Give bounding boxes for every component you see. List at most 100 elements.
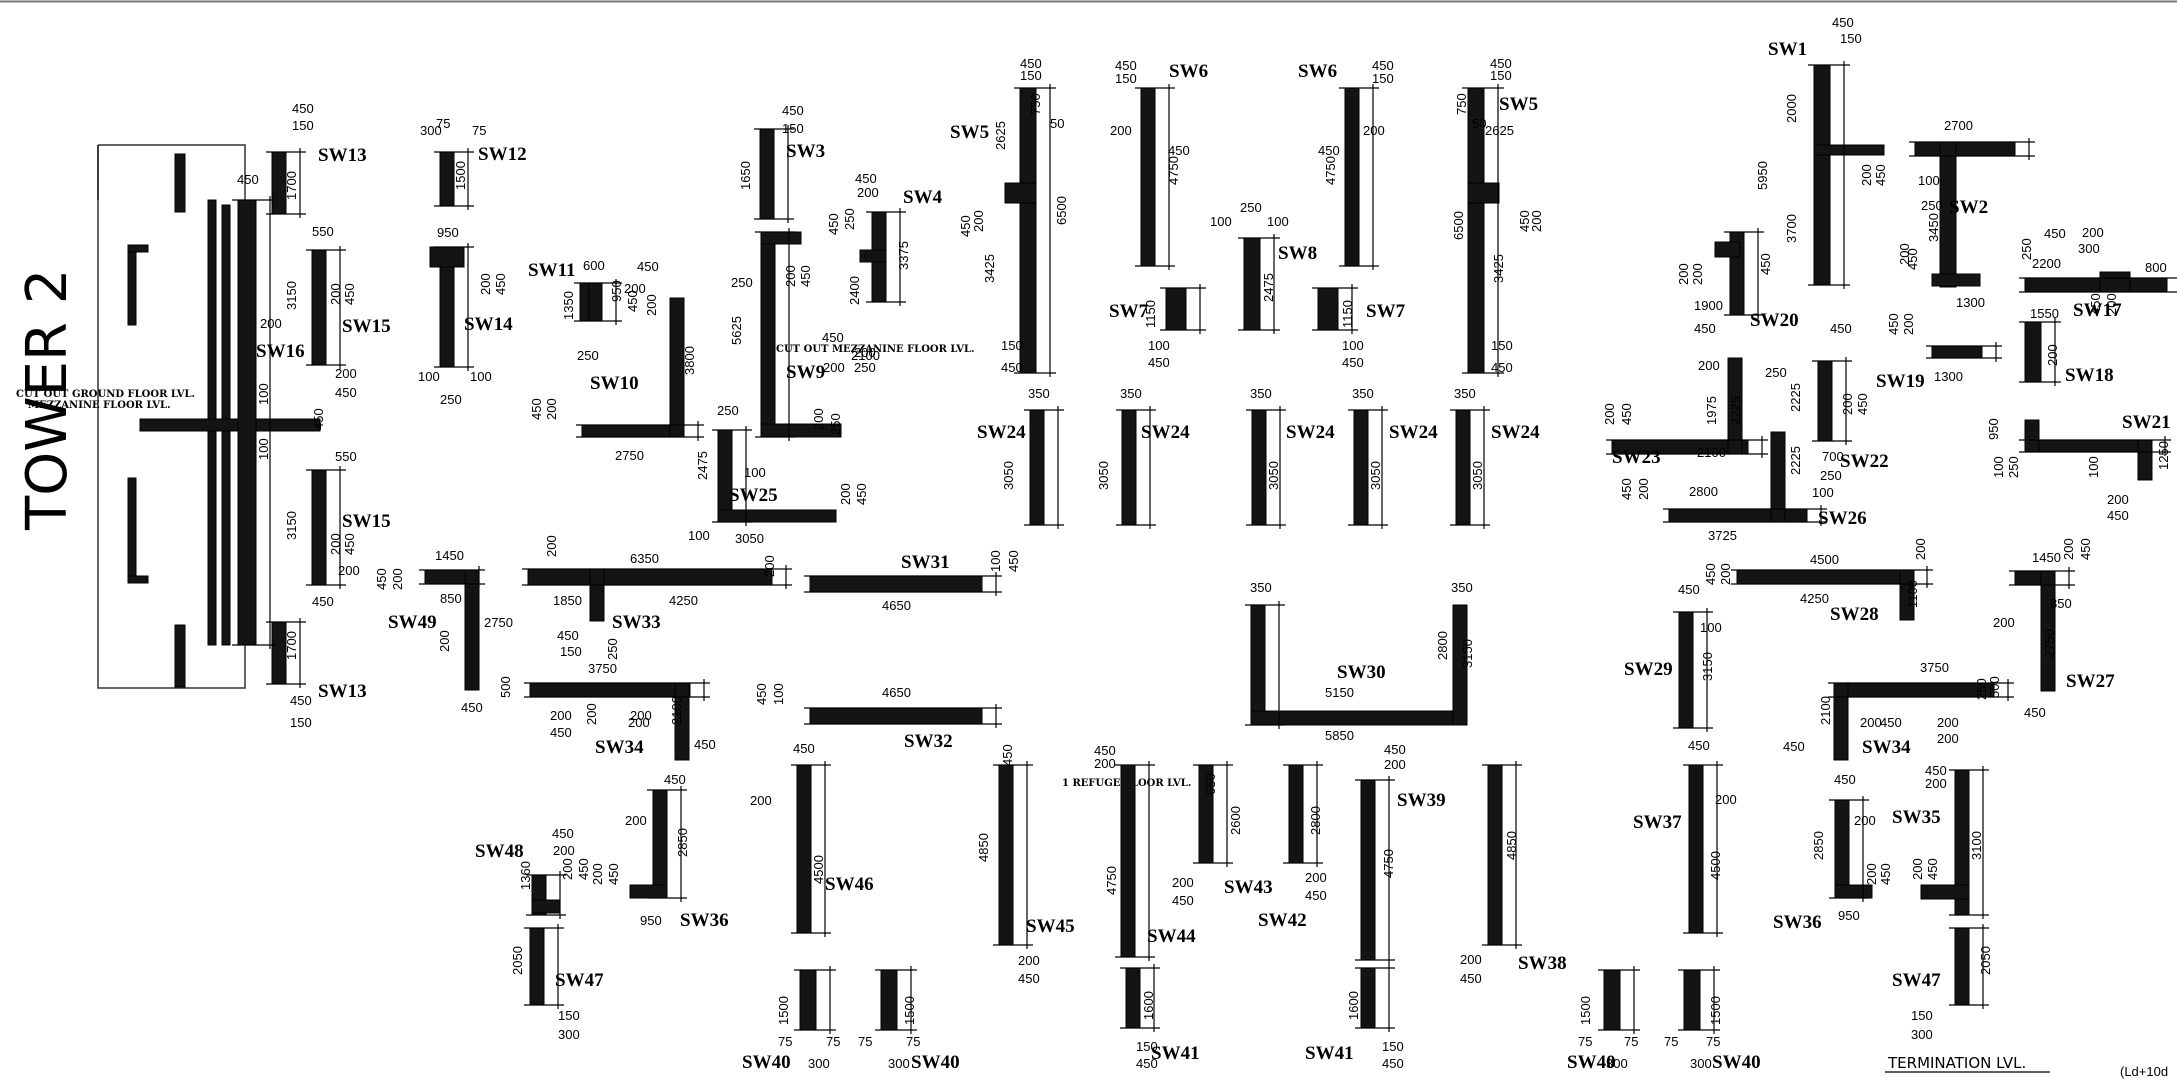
wall-label: SW12 [478, 144, 527, 165]
dimension-value: 450 [342, 533, 357, 555]
wall-label: SW49 [388, 612, 437, 633]
wall-section [1455, 409, 1471, 526]
dimension-value: 450 [1905, 248, 1920, 270]
dimension-value: 450 [1460, 971, 1482, 986]
dimension-value: 150 [558, 1008, 580, 1023]
dimension-value: 300 [1911, 1027, 1933, 1042]
wall-label: SW24 [1286, 422, 1335, 443]
wall-label: SW41 [1151, 1043, 1200, 1064]
dimension-value: 250 [1820, 468, 1842, 483]
wall-label: SW3 [786, 141, 825, 162]
dimension-value: 200 [854, 345, 876, 360]
dimension-value: 450 [1490, 56, 1512, 71]
dimension-value: 200 [1910, 858, 1925, 880]
dimension-value: 450 [1305, 888, 1327, 903]
wall-label: SW24 [1491, 422, 1540, 443]
wall-section [1452, 604, 1468, 726]
dimension-value: 450 [550, 725, 572, 740]
dimension-value: 150 [782, 121, 804, 136]
dimension-value: 250 [2019, 238, 2034, 260]
wall-section [1121, 409, 1137, 526]
dimension-value: 100 [1267, 214, 1289, 229]
wall-section [1931, 273, 1981, 287]
dimension-value: 450 [576, 858, 591, 880]
dimension-value: 450 [1382, 1056, 1404, 1071]
dimension-value: 150 [1911, 1008, 1933, 1023]
wall-section [1688, 764, 1704, 934]
dimension-value: 250 [577, 348, 599, 363]
dimension-value: 1450 [2032, 550, 2061, 565]
wall-label: SW28 [1830, 604, 1879, 625]
dimension-value: 300 [558, 1027, 580, 1042]
wall-section [1920, 884, 1970, 900]
wall-section [579, 282, 590, 322]
dimension-value: 300 [1690, 1056, 1712, 1071]
dimension-value: 450 [1886, 313, 1901, 335]
dimension-value: 200 [838, 483, 853, 505]
dimension-value: 2625 [993, 121, 1008, 150]
dimension-value: 4650 [882, 685, 911, 700]
dimension-value: 75 [1578, 1034, 1592, 1049]
dimension-value: 6500 [1054, 196, 1069, 225]
dimension-value: 450 [2088, 293, 2103, 315]
wall-section [717, 509, 837, 523]
dimension-value: 450 [2044, 226, 2066, 241]
dimension-value: 450 [1384, 742, 1406, 757]
dimension-value: 1500 [1708, 996, 1723, 1025]
dimension-value: 300 [808, 1056, 830, 1071]
dimension-value: 100 [988, 550, 1003, 572]
wall-section [1165, 287, 1187, 331]
dimension-value: 1650 [738, 161, 753, 190]
dimension-value: 200 [1384, 757, 1406, 772]
note-edge: (Ld+10d [2120, 1064, 2168, 1079]
wall-label: SW1 [1768, 39, 1807, 60]
wall-section [809, 575, 983, 593]
dimension-value: 700 [1822, 449, 1844, 464]
wall-section [799, 969, 817, 1031]
dimension-value: 300 [420, 123, 442, 138]
dimension-value: 100 [1210, 214, 1232, 229]
dimension-value: 200 [544, 398, 559, 420]
wall-label: SW7 [1366, 301, 1406, 322]
dimension-value: 4500 [811, 855, 826, 884]
dimension-value: 100 [771, 683, 786, 705]
note-termination: TERMINATION LVL. [1887, 1054, 2026, 1072]
dimension-value: 200 [1690, 263, 1705, 285]
dimension-value: 450 [694, 737, 716, 752]
wall-section [237, 199, 257, 646]
dimension-value: 300 [888, 1056, 910, 1071]
dimension-value: 100 [1148, 338, 1170, 353]
dimension-value: 1450 [435, 548, 464, 563]
dimension-value: 450 [1491, 360, 1513, 375]
dimension-value: 100 [256, 383, 271, 405]
dimension-value: 450 [374, 568, 389, 590]
wall-section [1813, 64, 1831, 286]
dimension-value: 200 [1363, 123, 1385, 138]
dimension-value: 150 [1490, 68, 1512, 83]
wall-label: SW29 [1624, 659, 1673, 680]
dimension-value: 4850 [1504, 831, 1519, 860]
dimension-value: 450 [2078, 538, 2093, 560]
dimension-value: 450 [754, 683, 769, 705]
dimension-value: 250 [2006, 456, 2021, 478]
wall-section [859, 249, 887, 263]
dimension-value: 450 [1688, 738, 1710, 753]
wall-section [1243, 237, 1261, 331]
dimension-value: 100 [418, 369, 440, 384]
wall-section [1467, 182, 1500, 204]
wall-section [1487, 764, 1503, 946]
wall-section [311, 249, 327, 366]
dimension-value: 450 [529, 398, 544, 420]
dimension-value: 3750 [588, 661, 617, 676]
wall-label: SW13 [318, 681, 367, 702]
dimension-value: 750 [1028, 93, 1043, 115]
dimension-value: 1700 [284, 631, 299, 660]
